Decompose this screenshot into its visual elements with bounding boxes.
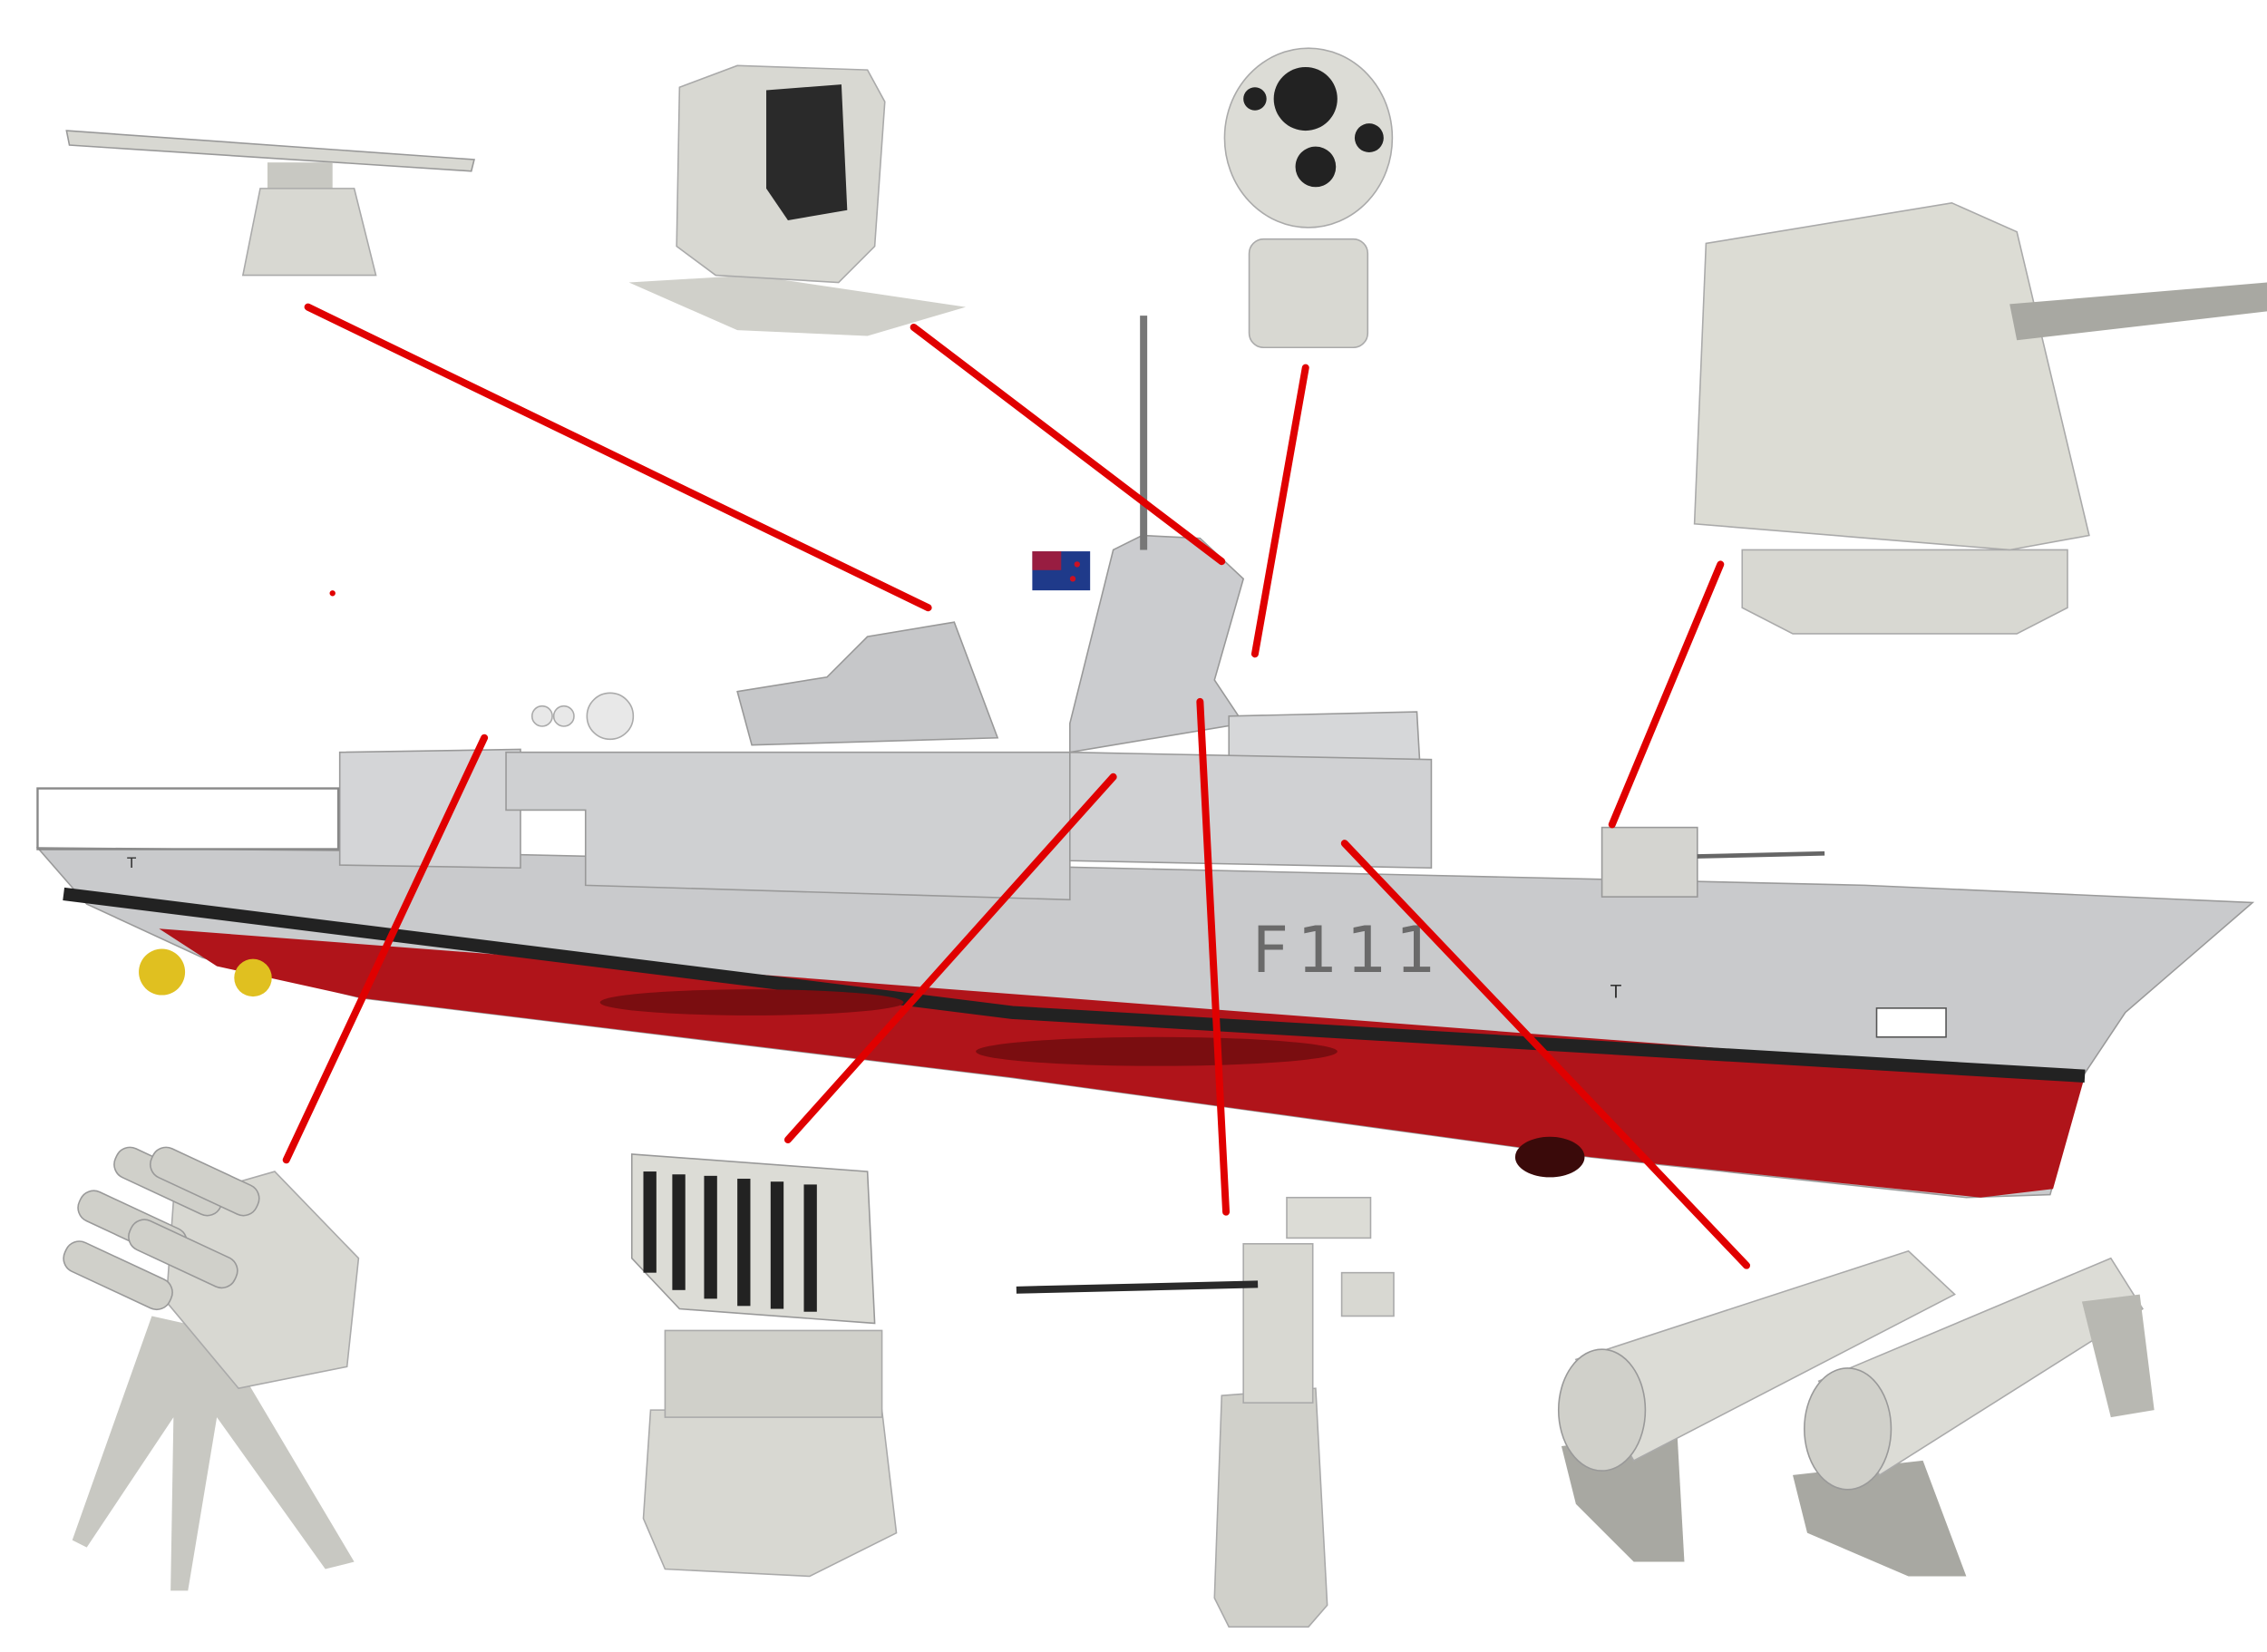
radar-lower-base — [642, 1409, 898, 1578]
radar-slot — [803, 1184, 817, 1312]
stray-red-dot — [329, 590, 336, 597]
director-base — [628, 275, 967, 336]
mount-pedestal — [1213, 1387, 1328, 1628]
ammo-box — [1340, 1271, 1395, 1317]
hull-marking: T — [1610, 982, 1621, 1003]
callout-line-main-gun — [1608, 560, 1725, 829]
radar-slot — [643, 1171, 657, 1273]
mount-column — [1242, 1242, 1314, 1404]
radar-slot — [704, 1175, 717, 1299]
flight-deck-rail — [36, 787, 340, 850]
gun-base — [1741, 549, 2068, 635]
radar-slot — [737, 1179, 751, 1307]
radar-base — [241, 188, 377, 277]
decoy-launcher — [63, 1146, 360, 1591]
midship-superstructure — [505, 751, 1071, 901]
search-radar — [630, 1153, 898, 1578]
hull-number: F111 — [1252, 913, 1445, 987]
mount-sight — [1286, 1196, 1372, 1239]
satcom-dome — [552, 705, 575, 727]
callout-line-torpedo-tubes — [1340, 840, 1751, 1269]
tube-cradle — [1793, 1460, 1967, 1577]
ship-gun-turret — [1601, 826, 1698, 898]
ship: F111 T T — [35, 316, 2255, 1199]
gun-turret — [1693, 201, 2090, 551]
torpedo-tubes — [1557, 1249, 2155, 1577]
radar-antenna — [65, 130, 475, 172]
callout-line-search-radar — [783, 773, 1117, 1143]
radar-slot — [672, 1174, 686, 1290]
sensor-pedestal — [1248, 238, 1369, 349]
bilge-keel — [976, 1036, 1338, 1066]
sensor-ball — [1223, 47, 1394, 228]
machine-gun-barrel — [1016, 1280, 1259, 1294]
flag-star-icon — [1069, 576, 1076, 582]
main-gun — [1693, 201, 2267, 635]
director-antenna-face — [766, 84, 848, 220]
launcher-legs — [72, 1316, 355, 1591]
gun-barrel — [2009, 282, 2267, 341]
callout-line-decoy-launcher — [282, 734, 489, 1164]
torpedo-tube-end — [1803, 1367, 1892, 1491]
ship-gun-barrel — [1697, 850, 1825, 859]
satcom-dome — [586, 692, 635, 741]
radar-array — [630, 1153, 876, 1325]
ensign-flag — [1032, 551, 1091, 591]
sensor-lens-icon — [1295, 146, 1337, 188]
hull-door — [1875, 1007, 1947, 1038]
bilge-keel — [599, 989, 904, 1015]
sensor-lens-icon — [1243, 87, 1267, 111]
sonar-dome — [1514, 1136, 1585, 1178]
launcher-tube — [128, 1219, 238, 1289]
callout-line-machine-gun-mount — [1196, 697, 1231, 1216]
satcom-dome — [530, 705, 553, 727]
flag-star-icon — [1074, 561, 1081, 568]
callout-line-fire-control-director — [910, 323, 1226, 566]
fire-control-director — [628, 64, 967, 336]
radar-slot — [770, 1181, 784, 1309]
callout-line-navigation-radar — [304, 303, 932, 612]
launcher-tubes — [63, 1146, 260, 1311]
propeller — [234, 958, 272, 997]
flag-union-icon — [1032, 551, 1062, 570]
torpedo-tube-end — [1557, 1348, 1647, 1472]
sensor-lens-icon — [1273, 66, 1338, 131]
radar-array-slots — [643, 1171, 817, 1312]
radar-rotator — [664, 1329, 883, 1418]
navigation-radar — [65, 130, 475, 277]
forward-deckhouse — [1069, 751, 1433, 870]
launcher-tube — [150, 1146, 260, 1217]
mast-block — [1069, 534, 1245, 753]
tube-cradle — [2081, 1294, 2155, 1418]
launcher-tube — [63, 1240, 173, 1311]
sensor-lens-icon — [1354, 123, 1384, 153]
callout-lines — [282, 303, 1751, 1269]
electro-optical-sensor — [1223, 47, 1394, 349]
funnel — [736, 621, 999, 746]
propeller — [139, 948, 186, 996]
callout-line-electro-optical-sensor — [1250, 364, 1309, 658]
hull-marking: T — [126, 854, 136, 871]
hangar — [338, 748, 521, 870]
boot-top-stripe — [63, 887, 2086, 1083]
machine-gun-mount — [1016, 1196, 1395, 1628]
